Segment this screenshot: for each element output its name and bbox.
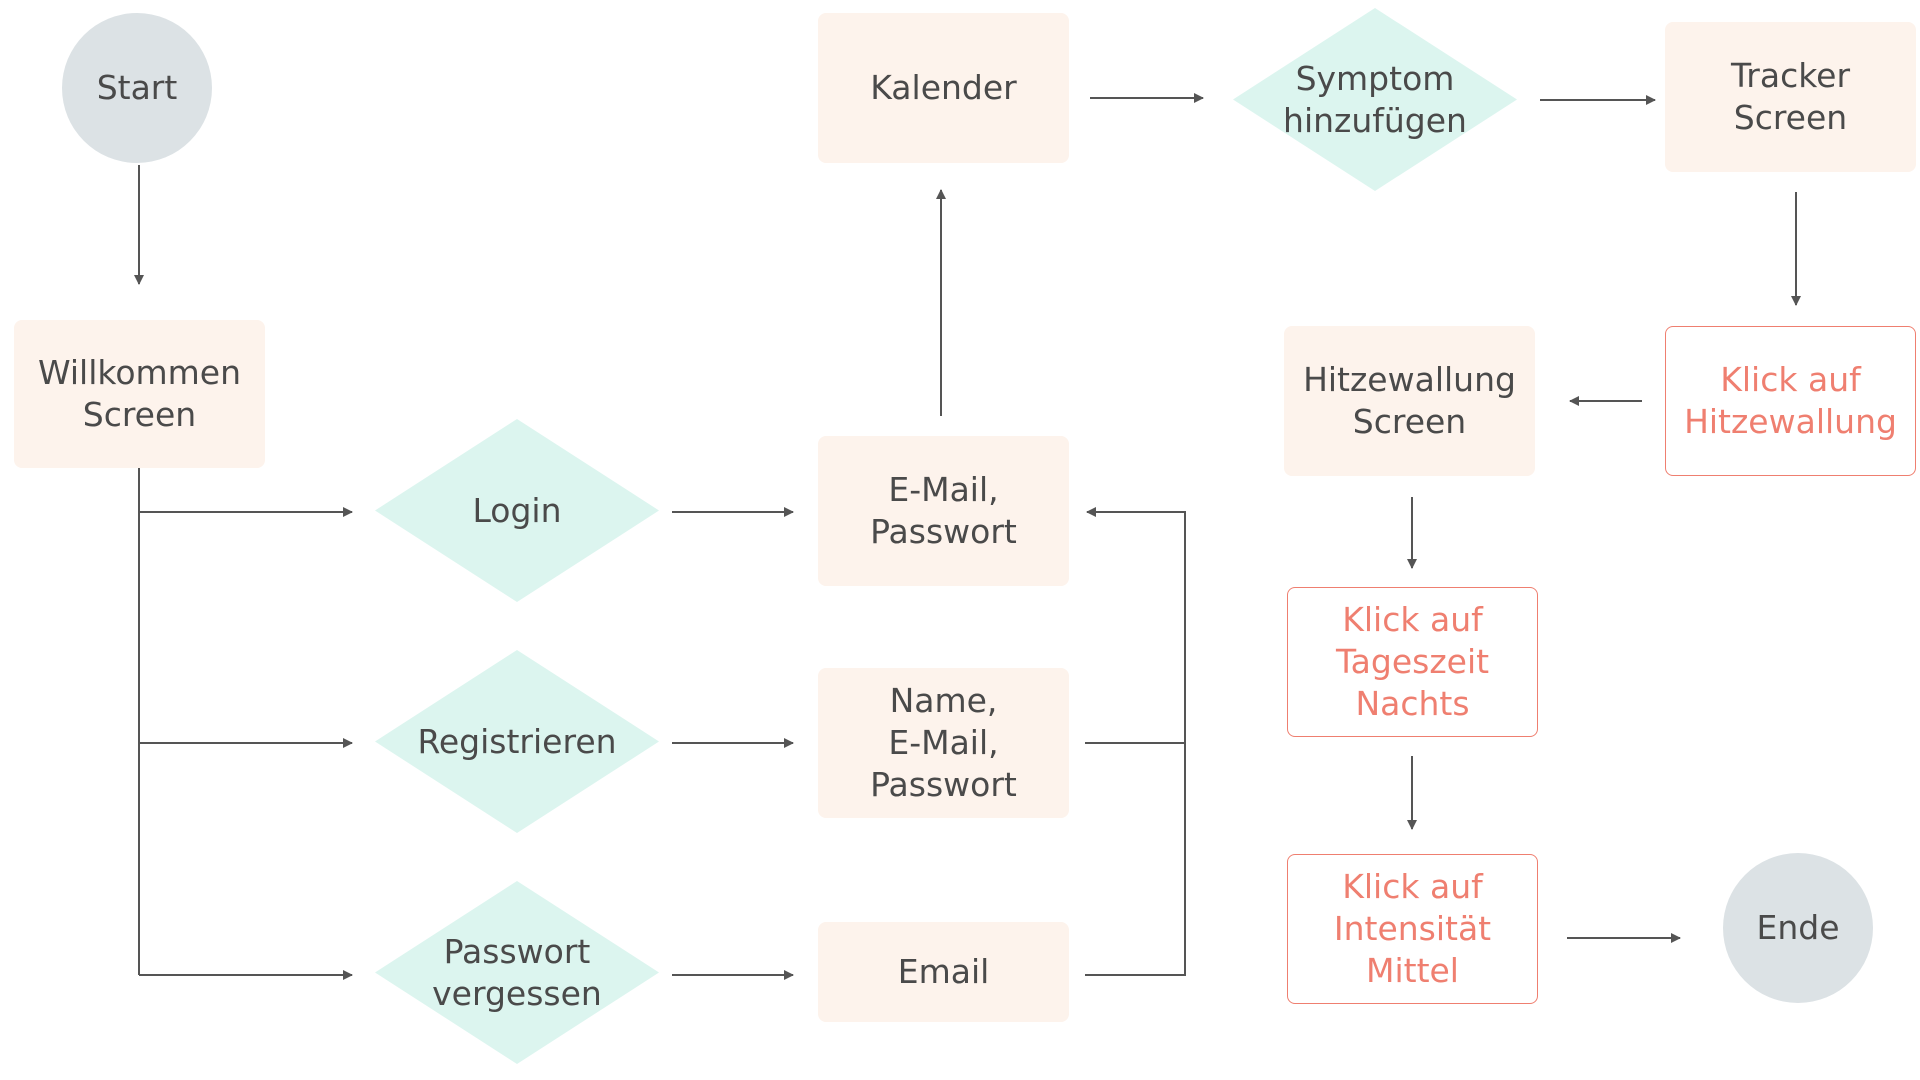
login-label: Login bbox=[472, 490, 562, 530]
login-diamond-shape bbox=[375, 419, 659, 602]
email-passwort-label: E-Mail, Passwort bbox=[870, 470, 1017, 551]
passwort-vergessen-diamond-shape bbox=[375, 881, 659, 1064]
tracker-screen-node: Tracker Screen bbox=[1665, 22, 1916, 172]
klick-tageszeit-node: Klick auf Tageszeit Nachts bbox=[1287, 587, 1538, 737]
end-node: Ende bbox=[1723, 853, 1873, 1003]
email-label: Email bbox=[897, 952, 990, 991]
hitzewallung-screen-node: Hitzewallung Screen bbox=[1284, 326, 1535, 476]
passwort-vergessen-label: Passwort vergessen bbox=[432, 931, 602, 1013]
email-passwort-node: E-Mail, Passwort bbox=[818, 436, 1069, 586]
end-label: Ende bbox=[1756, 908, 1840, 947]
hitzewallung-screen-label: Hitzewallung Screen bbox=[1303, 360, 1516, 441]
start-node: Start bbox=[62, 13, 212, 163]
name-email-passwort-label: Name, E-Mail, Passwort bbox=[870, 681, 1017, 804]
kalender-label: Kalender bbox=[870, 68, 1017, 107]
klick-hitzewallung-label: Klick auf Hitzewallung bbox=[1684, 360, 1897, 441]
symptom-diamond-shape bbox=[1233, 8, 1517, 191]
name-email-passwort-node: Name, E-Mail, Passwort bbox=[818, 668, 1069, 818]
symptom-decision: Symptom hinzufügen bbox=[1233, 8, 1517, 191]
registrieren-diamond-shape bbox=[375, 650, 659, 833]
login-decision: Login bbox=[375, 419, 659, 602]
email-node: Email bbox=[818, 922, 1069, 1022]
registrieren-decision: Registrieren bbox=[375, 650, 659, 833]
willkommen-screen-node: Willkommen Screen bbox=[14, 320, 265, 468]
edge-email-to-email-passwort bbox=[1085, 507, 1186, 976]
start-label: Start bbox=[96, 68, 178, 107]
passwort-vergessen-decision: Passwort vergessen bbox=[375, 881, 659, 1064]
tracker-screen-label: Tracker Screen bbox=[1730, 56, 1851, 137]
willkommen-screen-label: Willkommen Screen bbox=[37, 353, 242, 434]
kalender-node: Kalender bbox=[818, 13, 1069, 163]
symptom-label: Symptom hinzufügen bbox=[1283, 58, 1467, 140]
klick-hitzewallung-node: Klick auf Hitzewallung bbox=[1665, 326, 1916, 476]
registrieren-label: Registrieren bbox=[417, 721, 617, 761]
klick-intensitaet-node: Klick auf Intensität Mittel bbox=[1287, 854, 1538, 1004]
klick-intensitaet-label: Klick auf Intensität Mittel bbox=[1333, 867, 1492, 990]
klick-tageszeit-label: Klick auf Tageszeit Nachts bbox=[1335, 600, 1490, 723]
